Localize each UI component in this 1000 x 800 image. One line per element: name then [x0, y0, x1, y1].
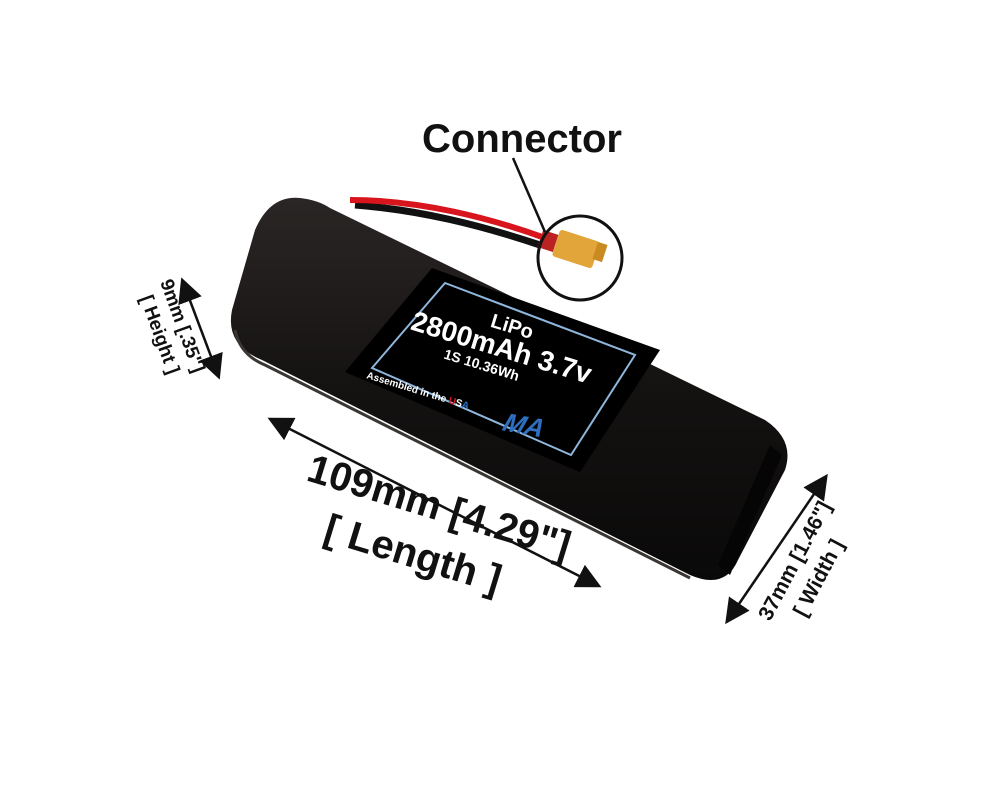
width-arrow [725, 473, 828, 625]
battery-edge-highlight [233, 329, 691, 580]
height-arrow [178, 277, 223, 380]
wires [349, 197, 547, 249]
connector-callout: Connector [422, 117, 622, 161]
connector-highlight-circle [536, 214, 624, 302]
length-arrow [267, 417, 602, 588]
callout-line [511, 157, 547, 233]
xt-connector [537, 229, 608, 269]
